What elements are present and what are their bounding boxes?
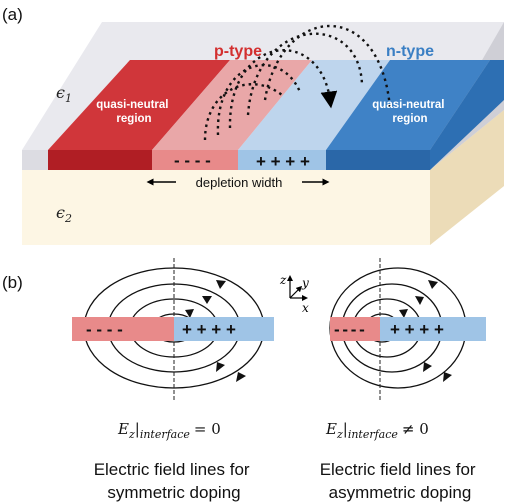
p-depletion-region — [152, 60, 312, 170]
plus-charges-a: + + + + — [256, 152, 310, 171]
axis-x-label: x — [302, 301, 309, 315]
symmetric-ez-equation: Ez|interface= 0 — [117, 420, 221, 441]
n-depletion-region — [238, 60, 390, 170]
n-type-quasi-neutral-region — [326, 60, 504, 170]
p-type-label: p-type — [214, 43, 262, 60]
symmetric-p-strip — [72, 317, 174, 341]
axis-z-label: z — [279, 273, 287, 287]
asymmetric-ez-equation: Ez|interface≠ 0 — [325, 420, 429, 441]
asymmetric-minus-charges: - - - - — [334, 320, 364, 339]
symmetric-caption: Electric field lines for symmetric dopin… — [94, 460, 255, 502]
epsilon2-label: ϵ2 — [56, 203, 72, 225]
asymmetric-caption: Electric field lines for asymmetric dopi… — [320, 460, 481, 502]
depletion-width-arrow — [146, 174, 330, 190]
left-quasi-neutral-label: quasi-neutral region — [96, 99, 171, 125]
symmetric-n-strip — [174, 317, 274, 341]
asymmetric-arrowheads — [399, 280, 452, 382]
depletion-width-label: depletion width — [196, 175, 283, 190]
symmetric-arrowheads — [185, 280, 246, 382]
n-type-label: n-type — [386, 43, 434, 60]
right-quasi-neutral-label: quasi-neutral region — [372, 99, 447, 125]
minus-charges-a: - - - - — [174, 151, 211, 170]
p-type-quasi-neutral-region — [48, 60, 230, 170]
asymmetric-n-strip — [380, 317, 486, 341]
field-lines-3d — [203, 24, 392, 141]
axes-indicator — [287, 275, 308, 301]
panel-b-label: (b) — [2, 273, 23, 292]
asymmetric-p-strip — [330, 317, 380, 341]
asymmetric-plus-charges: + + + + — [390, 320, 444, 339]
symmetric-minus-charges: - - - - — [86, 320, 123, 339]
symmetric-plus-charges: + + + + — [182, 320, 236, 339]
panel-a-label: (a) — [2, 5, 23, 24]
epsilon1-label: ϵ1 — [56, 83, 72, 105]
axis-y-label: y — [301, 276, 309, 290]
